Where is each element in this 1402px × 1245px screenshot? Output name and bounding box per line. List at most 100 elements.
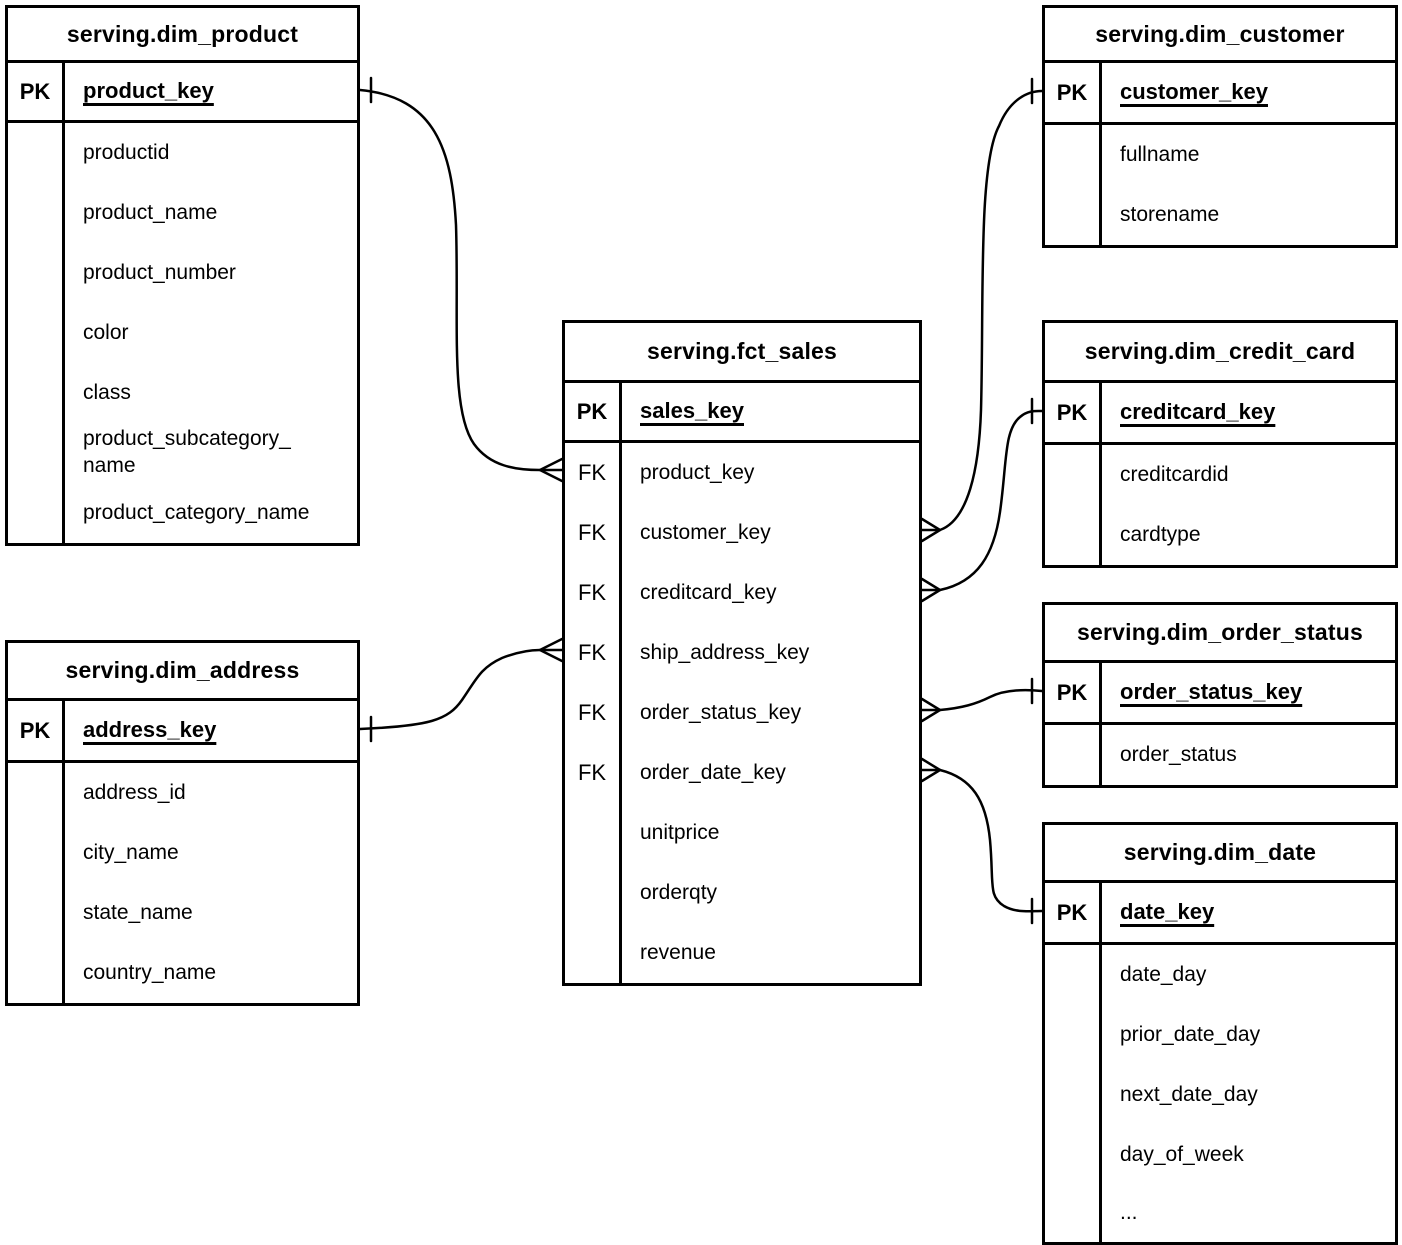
fk-key-label: FK <box>565 623 622 683</box>
key-cell <box>1045 1005 1102 1065</box>
crow-foot-many-icon <box>920 577 942 603</box>
field-name: prior_date_day <box>1120 1022 1261 1046</box>
key-cell <box>1045 445 1102 505</box>
field-name: product_name <box>83 200 218 224</box>
field-name: city_name <box>83 840 179 864</box>
key-cell <box>8 823 65 883</box>
fk-key-label: FK <box>565 443 622 503</box>
table-title: serving.dim_product <box>8 8 357 63</box>
relationship-order-status-key <box>920 677 1044 723</box>
key-cell <box>1045 725 1102 785</box>
crow-foot-many-icon <box>920 697 942 723</box>
key-cell <box>1045 945 1102 1005</box>
key-cell <box>8 763 65 823</box>
field-name: order_status <box>1120 742 1237 766</box>
key-cell <box>8 423 65 483</box>
fk-key-label: FK <box>565 743 622 803</box>
field-name: productid <box>83 140 170 164</box>
field-name: next_date_day <box>1120 1082 1258 1106</box>
key-cell <box>1045 1185 1102 1242</box>
field-name: country_name <box>83 960 217 984</box>
field-name: ... <box>1120 1201 1138 1225</box>
table-fct-sales: serving.fct_sales PK sales_key FK produc… <box>562 320 922 986</box>
relationship-order-date-key <box>920 757 1044 925</box>
relationship-product-key <box>358 76 564 483</box>
field-name: product_subcategory_ name <box>83 427 291 477</box>
field-name: ship_address_key <box>640 640 810 664</box>
table-dim-order-status: serving.dim_order_status PK order_status… <box>1042 602 1398 788</box>
key-cell <box>1045 1065 1102 1125</box>
field-name: order_status_key <box>640 700 802 724</box>
table-title: serving.dim_credit_card <box>1045 323 1395 383</box>
table-title: serving.dim_date <box>1045 825 1395 883</box>
key-cell <box>8 183 65 243</box>
key-cell <box>8 303 65 363</box>
key-cell <box>8 123 65 183</box>
key-cell <box>565 803 622 863</box>
field-name: order_date_key <box>640 760 786 784</box>
pk-key-label: PK <box>565 383 622 440</box>
field-name: product_number <box>83 260 236 284</box>
key-cell <box>565 923 622 983</box>
key-cell <box>8 243 65 303</box>
field-name: state_name <box>83 900 193 924</box>
pk-field-name: product_key <box>83 78 214 104</box>
table-title: serving.dim_order_status <box>1045 605 1395 663</box>
fk-key-label: FK <box>565 683 622 743</box>
key-cell <box>1045 125 1102 185</box>
field-name: fullname <box>1120 142 1200 166</box>
field-name: customer_key <box>640 520 771 544</box>
pk-key-label: PK <box>1045 663 1102 722</box>
field-name: product_category_name <box>83 500 310 524</box>
field-name: day_of_week <box>1120 1142 1244 1166</box>
field-name: product_key <box>640 460 755 484</box>
table-title: serving.dim_customer <box>1045 8 1395 63</box>
table-dim-credit-card: serving.dim_credit_card PK creditcard_ke… <box>1042 320 1398 568</box>
pk-field-name: sales_key <box>640 398 744 424</box>
key-cell <box>1045 185 1102 245</box>
field-name: orderqty <box>640 880 718 904</box>
key-cell <box>8 483 65 543</box>
key-cell <box>8 943 65 1003</box>
key-cell <box>1045 505 1102 565</box>
key-cell <box>1045 1125 1102 1185</box>
table-dim-address: serving.dim_address PK address_key addre… <box>5 640 360 1006</box>
crow-foot-many-icon <box>920 757 942 783</box>
field-name: storename <box>1120 202 1220 226</box>
crow-foot-many-icon <box>538 457 564 483</box>
field-name: address_id <box>83 780 186 804</box>
fk-key-label: FK <box>565 563 622 623</box>
field-name: date_day <box>1120 962 1207 986</box>
field-name: creditcardid <box>1120 462 1229 486</box>
key-cell <box>8 363 65 423</box>
pk-field-name: address_key <box>83 717 217 743</box>
table-dim-product: serving.dim_product PK product_key produ… <box>5 5 360 546</box>
field-name: color <box>83 320 129 344</box>
field-name: cardtype <box>1120 522 1201 546</box>
field-name: unitprice <box>640 820 720 844</box>
relationship-ship-address-key <box>358 637 564 743</box>
pk-key-label: PK <box>8 63 65 120</box>
pk-key-label: PK <box>1045 63 1102 122</box>
crow-foot-many-icon <box>920 517 942 543</box>
key-cell <box>8 883 65 943</box>
pk-field-name: date_key <box>1120 899 1215 925</box>
relationship-customer-key <box>920 77 1044 543</box>
field-name: class <box>83 380 131 404</box>
field-name: creditcard_key <box>640 580 777 604</box>
relationship-creditcard-key <box>920 397 1044 603</box>
table-dim-customer: serving.dim_customer PK customer_key ful… <box>1042 5 1398 248</box>
crow-foot-many-icon <box>538 637 564 663</box>
pk-field-name: creditcard_key <box>1120 399 1276 425</box>
field-name: revenue <box>640 940 716 964</box>
table-dim-date: serving.dim_date PK date_key date_day pr… <box>1042 822 1398 1245</box>
key-cell <box>565 863 622 923</box>
pk-key-label: PK <box>1045 383 1102 442</box>
fk-key-label: FK <box>565 503 622 563</box>
table-title: serving.fct_sales <box>565 323 919 383</box>
pk-key-label: PK <box>8 701 65 760</box>
table-title: serving.dim_address <box>8 643 357 701</box>
pk-field-name: customer_key <box>1120 79 1268 105</box>
pk-field-name: order_status_key <box>1120 679 1303 705</box>
